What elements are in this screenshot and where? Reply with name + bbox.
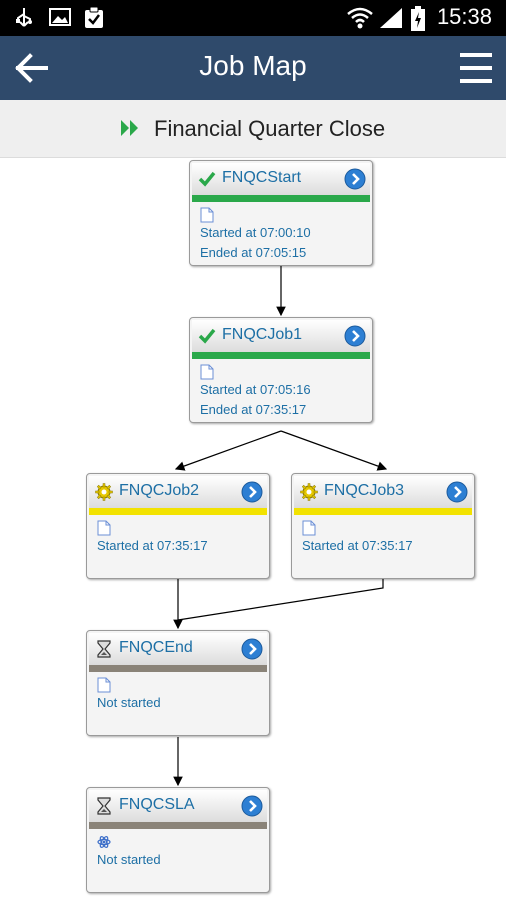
service-header: Financial Quarter Close [0,100,506,158]
status-bar-done [192,352,370,359]
job-node-header: FNQCSLA [89,790,267,822]
connector-job1-job2 [174,430,282,471]
page-title: Job Map [199,50,307,81]
document-icon[interactable] [200,207,214,223]
document-icon[interactable] [97,520,111,536]
job-start-info: Started at 07:35:17 [97,538,208,553]
hourglass-icon [97,640,111,658]
gear-icon [95,483,113,501]
job-node-fnqcsla[interactable]: FNQCSLA Not started [86,787,270,893]
job-end-info: Ended at 07:05:15 [200,245,307,260]
connectors [173,264,388,787]
job-start-info: Not started [97,695,161,710]
job-name: FNQCJob3 [324,482,405,499]
image-icon [49,8,71,26]
hourglass-icon [97,797,111,815]
job-name: FNQCJob2 [119,482,200,499]
job-name: FNQCEnd [119,639,193,656]
check-icon [198,171,216,187]
job-node-header: FNQCEnd [89,633,267,665]
document-icon[interactable] [302,520,316,536]
signal-icon [380,8,402,28]
status-bar-done [192,195,370,202]
battery-icon [411,6,425,31]
wifi-icon [347,7,373,29]
job-start-info: Not started [97,852,161,867]
job-node-header: FNQCStart [192,163,370,195]
details-arrow-icon[interactable] [241,795,263,817]
status-bar: 15:38 [0,0,506,36]
status-bar-running [294,508,472,515]
job-end-info: Ended at 07:35:17 [200,402,307,417]
connector-job1-job3 [280,430,388,471]
menu-icon[interactable] [458,48,494,88]
details-arrow-icon[interactable] [344,325,366,347]
usb-icon [16,8,32,27]
check-icon [198,328,216,344]
document-icon[interactable] [97,677,111,693]
connector-job3-end [177,578,384,621]
job-name: FNQCStart [222,169,302,186]
document-icon[interactable] [200,364,214,380]
fast-forward-icon [121,120,138,136]
details-arrow-icon[interactable] [446,481,468,503]
job-name: FNQCJob1 [222,326,303,343]
job-name: FNQCSLA [119,796,195,813]
job-start-info: Started at 07:00:10 [200,225,311,240]
details-arrow-icon[interactable] [344,168,366,190]
atom-icon[interactable] [97,834,111,850]
clipboard-check-icon [85,6,103,28]
job-start-info: Started at 07:05:16 [200,382,311,397]
job-node-header: FNQCJob2 [89,476,267,508]
job-node-header: FNQCJob1 [192,320,370,352]
status-bar-waiting [89,822,267,829]
status-bar-running [89,508,267,515]
details-arrow-icon[interactable] [241,638,263,660]
app-header: Job Map [0,36,506,100]
back-arrow-icon[interactable] [10,48,54,88]
service-name: Financial Quarter Close [154,116,386,141]
details-arrow-icon[interactable] [241,481,263,503]
job-node-header: FNQCJob3 [294,476,472,508]
job-start-info: Started at 07:35:17 [302,538,413,553]
clock-time: 15:38 [436,4,492,29]
gear-icon [300,483,318,501]
status-bar-waiting [89,665,267,672]
